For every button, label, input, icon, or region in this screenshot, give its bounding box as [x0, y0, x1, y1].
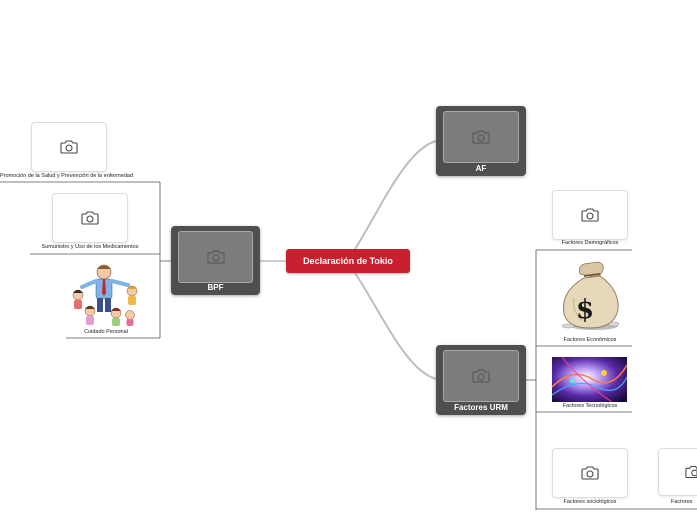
link-root-af	[354, 140, 437, 250]
image-placeholder[interactable]	[52, 193, 128, 243]
image-placeholder[interactable]	[31, 122, 107, 172]
branch-node-af[interactable]: AF	[436, 106, 526, 176]
link-urm-children	[526, 250, 537, 510]
image-placeholder[interactable]	[552, 448, 628, 498]
camera-icon	[206, 250, 225, 264]
node-label-demograficos[interactable]: Factores Demográficos	[561, 240, 619, 246]
branch-node-urm[interactable]: Factores URM	[436, 345, 526, 415]
family-illustration	[72, 264, 138, 326]
root-node[interactable]: Declaración de Tokio	[286, 249, 410, 273]
node-label-economicos[interactable]: Factores Económicos	[563, 337, 617, 343]
node-label-suministro[interactable]: Sumunistro y Uso de los Medicamentos	[41, 244, 139, 250]
technology-illustration	[552, 357, 627, 402]
camera-icon	[581, 208, 599, 222]
camera-icon	[60, 140, 78, 154]
branch-label-bpf: BPF	[207, 283, 224, 292]
node-label-cuidado[interactable]: Cuidado Personal	[84, 329, 128, 335]
image-placeholder	[178, 231, 253, 283]
money-bag-illustration: $	[561, 261, 620, 330]
image-placeholder	[443, 350, 519, 402]
branch-label-urm: Factores URM	[454, 403, 508, 412]
camera-icon	[81, 211, 99, 225]
node-label-promocion[interactable]: Promoción de la Salud y Prevención de la…	[0, 173, 133, 179]
branch-node-bpf[interactable]: BPF	[171, 226, 260, 295]
node-label-sociologicos[interactable]: Factores sociológicos	[563, 499, 617, 505]
image-placeholder[interactable]	[658, 448, 697, 496]
camera-icon	[581, 466, 599, 480]
link-root-urm	[354, 272, 437, 380]
link-bpf-children	[159, 182, 171, 338]
camera-icon	[472, 130, 490, 144]
camera-icon	[685, 465, 697, 479]
branch-label-af: AF	[475, 164, 487, 173]
image-placeholder[interactable]	[552, 190, 628, 240]
node-label-tecnologicos[interactable]: Factores Tecnológicos	[562, 403, 618, 409]
camera-icon	[472, 369, 490, 383]
node-label-factores[interactable]: Factores	[671, 499, 693, 505]
root-label: Declaración de Tokio	[303, 256, 393, 266]
image-placeholder	[443, 111, 519, 163]
svg-text:$: $	[576, 295, 594, 325]
